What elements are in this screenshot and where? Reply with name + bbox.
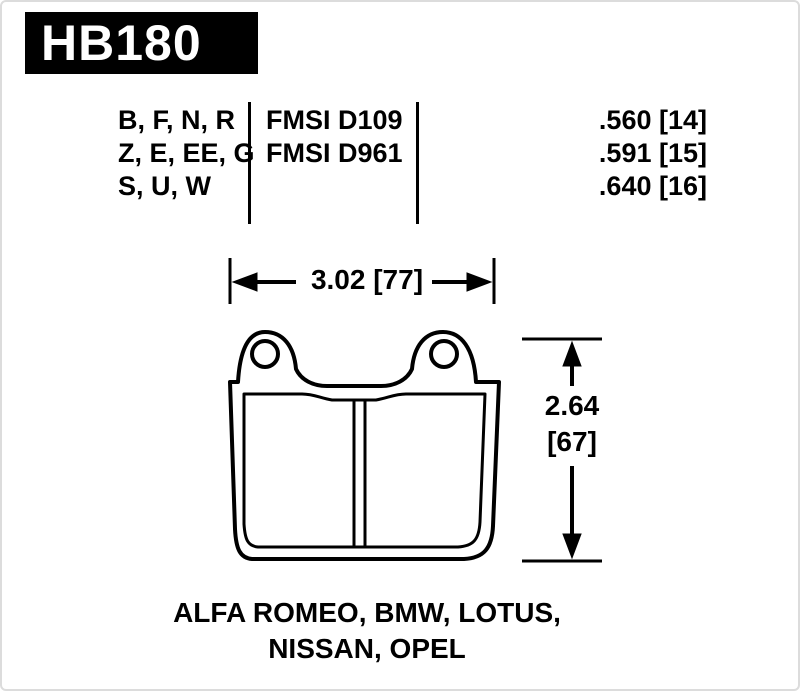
height-arrow-up-icon: [562, 340, 582, 367]
fmsi-row: FMSI D961: [266, 138, 403, 168]
applications-line: NISSAN, OPEL: [268, 633, 466, 664]
applications-line: ALFA ROMEO, BMW, LOTUS,: [173, 597, 561, 628]
thickness-row: .560 [14]: [598, 105, 707, 135]
vehicle-applications: ALFA ROMEO, BMW, LOTUS, NISSAN, OPEL: [62, 595, 672, 667]
thickness-row: .640 [16]: [598, 171, 707, 201]
height-dimension-mm: [67]: [547, 426, 597, 457]
height-dimension-inches: 2.64: [544, 390, 600, 421]
compound-row: S, U, W: [118, 171, 211, 201]
height-arrow-down-icon: [562, 533, 582, 560]
mounting-hole-right: [429, 339, 459, 369]
width-arrow-right-icon: [466, 272, 493, 292]
table-divider: [416, 102, 419, 224]
compound-row: B, F, N, R: [118, 105, 236, 135]
table-divider: [248, 102, 251, 224]
compound-row: Z, E, EE, G: [118, 138, 255, 168]
pad-outer-outline: [228, 330, 501, 561]
width-arrow-left-icon: [231, 272, 258, 292]
fmsi-row: FMSI D109: [266, 105, 403, 135]
part-number-box: HB180: [25, 12, 258, 74]
part-number: HB180: [41, 15, 202, 71]
pad-inner-outline: [242, 392, 487, 549]
thickness-row: .591 [15]: [598, 138, 707, 168]
mounting-hole-left: [250, 339, 280, 369]
width-dimension-label: 3.02 [77]: [310, 264, 424, 295]
